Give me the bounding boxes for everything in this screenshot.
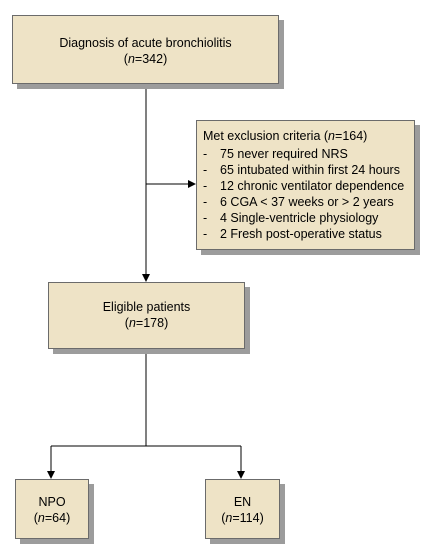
eligible-box: Eligible patients (n=178): [48, 282, 245, 349]
npo-title: NPO: [38, 495, 66, 509]
exclusion-item: 75 never required NRS: [203, 146, 414, 162]
eligible-title: Eligible patients: [102, 300, 191, 314]
npo-count: (n=64): [33, 511, 71, 525]
exclusion-list: 75 never required NRS 65 intubated withi…: [203, 146, 414, 242]
exclusion-item: 12 chronic ventilator dependence: [203, 178, 414, 194]
npo-box: NPO (n=64): [15, 479, 89, 539]
diagnosis-box: Diagnosis of acute bronchiolitis (n=342): [12, 15, 279, 84]
en-box: EN (n=114): [205, 479, 280, 539]
exclusion-item: 2 Fresh post-operative status: [203, 226, 414, 242]
exclusion-box: Met exclusion criteria (n=164) 75 never …: [196, 120, 415, 250]
eligible-count: (n=178): [124, 316, 169, 330]
exclusion-item: 6 CGA < 37 weeks or > 2 years: [203, 194, 414, 210]
exclusion-title: Met exclusion criteria (n=164): [203, 129, 368, 143]
diagnosis-title: Diagnosis of acute bronchiolitis: [59, 36, 232, 50]
exclusion-item: 65 intubated within first 24 hours: [203, 162, 414, 178]
diagnosis-count: (n=342): [123, 52, 168, 66]
exclusion-item: 4 Single-ventricle physiology: [203, 210, 414, 226]
en-count: (n=114): [221, 511, 264, 525]
en-title: EN: [233, 495, 252, 509]
